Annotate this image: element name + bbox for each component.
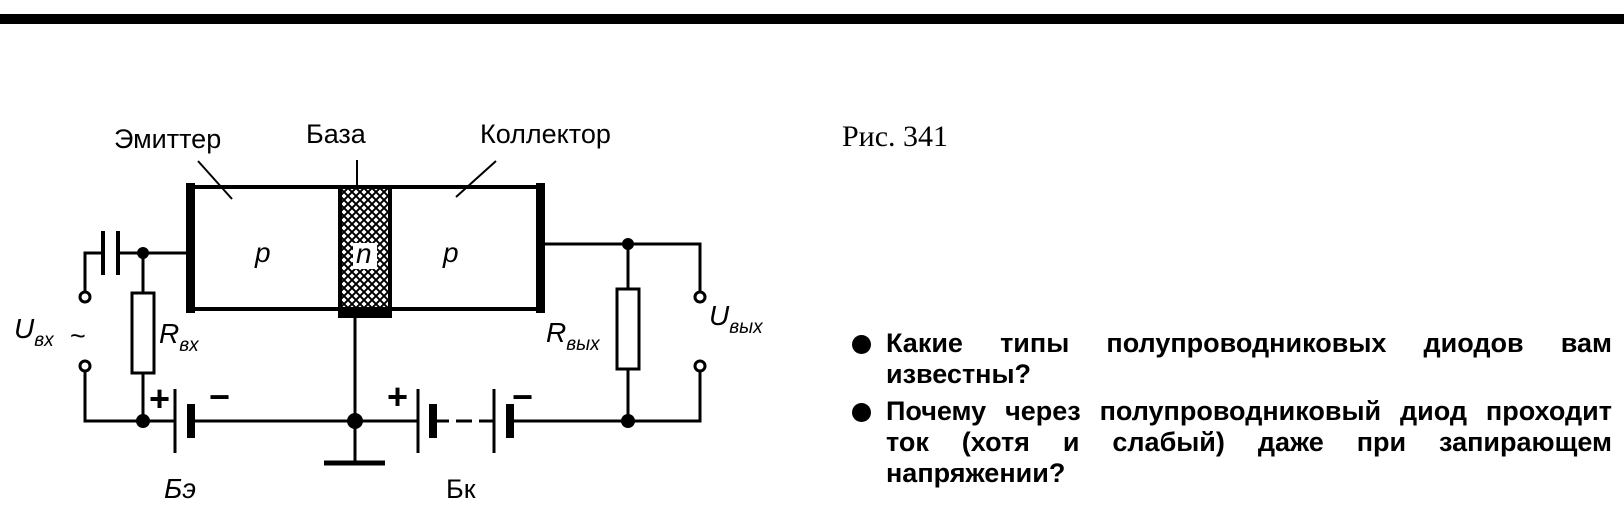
- node-emitter: [137, 247, 149, 259]
- base-label: База: [306, 119, 367, 149]
- r-in-label: Rвх: [159, 318, 200, 356]
- n-label: n: [356, 238, 372, 269]
- collector-region: [388, 185, 542, 311]
- output-terminal-top: [693, 290, 707, 304]
- node-input-ground: [136, 414, 150, 428]
- battery-e-minus: −: [209, 376, 230, 417]
- emitter-leader: [197, 160, 233, 200]
- battery-e-label: Бэ: [164, 473, 196, 504]
- ac-source-icon: ~: [70, 321, 86, 351]
- battery-e-plus: +: [149, 378, 170, 419]
- node-output-ground: [621, 414, 635, 428]
- emitter-label: Эмиттер: [114, 124, 221, 154]
- output-terminal-bottom: [693, 359, 707, 373]
- bullet-icon: [852, 335, 871, 354]
- question-item: Почему через полупроводниковый диод прох…: [852, 396, 1612, 489]
- top-rule: [0, 14, 1624, 24]
- question-text: Почему через полупроводниковый диод прох…: [886, 396, 1612, 488]
- battery-k-minus: −: [512, 376, 533, 417]
- collector-contact: [536, 183, 545, 313]
- base-contact: [338, 308, 392, 318]
- collector-label: Коллектор: [480, 119, 611, 149]
- transistor-body: [186, 183, 545, 318]
- question-text: Какие типы полупроводниковых диодов вам …: [886, 328, 1612, 389]
- u-in-label: Uвх: [14, 313, 55, 351]
- bullet-icon: [852, 403, 871, 422]
- battery-k-plus: +: [387, 376, 408, 417]
- input-terminal-top: [78, 290, 92, 304]
- question-item: Какие типы полупроводниковых диодов вам …: [852, 328, 1612, 390]
- p-right-label: p: [442, 237, 459, 268]
- collector-battery: [416, 389, 628, 453]
- u-out-label: Uвых: [709, 300, 764, 338]
- p-left-label: p: [254, 237, 271, 268]
- input-terminal-bottom: [78, 359, 92, 373]
- output-circuit: [545, 242, 702, 423]
- collector-leader: [455, 160, 497, 198]
- battery-k-label: Бк: [446, 474, 476, 504]
- node-base-ground: [347, 413, 363, 429]
- node-collector: [622, 238, 634, 250]
- emitter-region: [188, 185, 342, 311]
- emitter-contact: [186, 183, 195, 313]
- figure-caption: Рис. 341: [842, 120, 949, 153]
- r-out-label: Rвых: [546, 317, 601, 355]
- question-list: Какие типы полупроводниковых диодов вам …: [852, 328, 1612, 495]
- n-label-box: [353, 243, 377, 269]
